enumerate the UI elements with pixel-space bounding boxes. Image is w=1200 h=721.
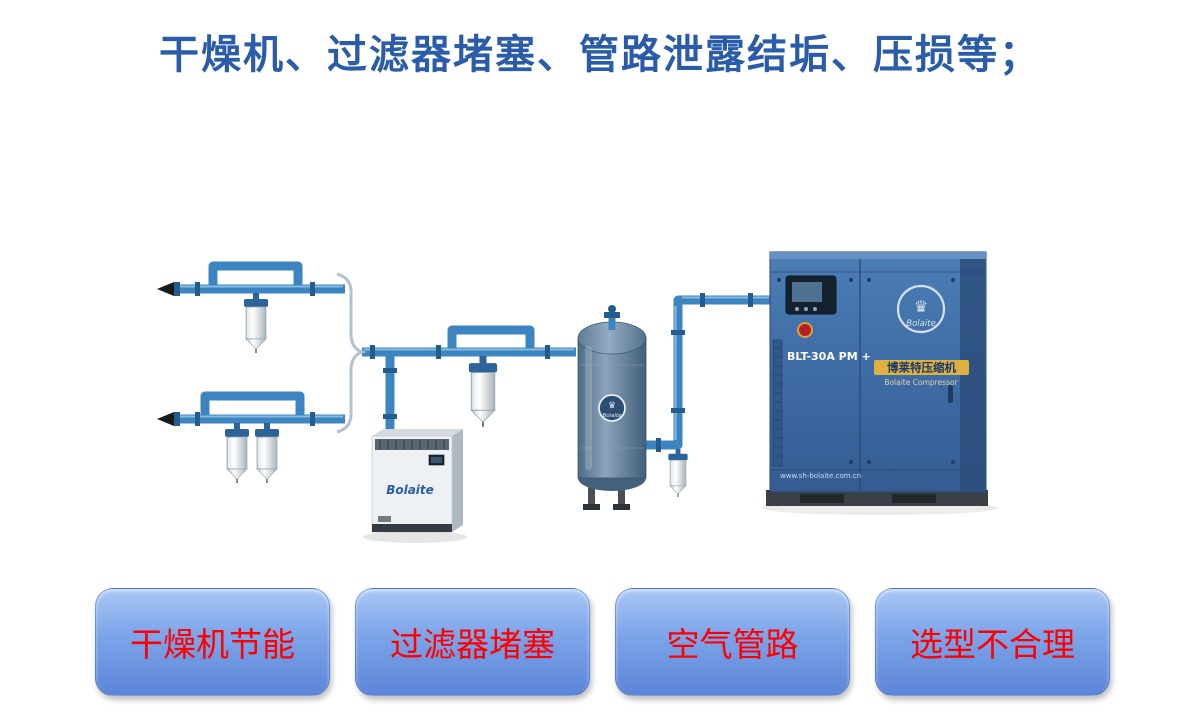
brace-connector <box>336 272 367 434</box>
filter-unit <box>243 292 269 354</box>
equipment-diagram: Bolaite ♛ Bolaite <box>0 245 1200 545</box>
button-dryer-energy-saving[interactable]: 干燥机节能 <box>95 588 330 696</box>
flow-arrow-icon <box>157 412 174 426</box>
compressor-brand-cn: 博莱特压缩机 <box>887 361 956 375</box>
tank-logo: Bolaite <box>602 413 622 419</box>
button-row: 干燥机节能 过滤器堵塞 空气管路 选型不合理 <box>95 588 1110 696</box>
filter-unit <box>224 422 250 484</box>
filter-unit <box>254 422 280 484</box>
emergency-stop-button <box>797 322 813 338</box>
air-dryer: Bolaite <box>363 429 467 543</box>
button-improper-sizing[interactable]: 选型不合理 <box>875 588 1110 696</box>
page-title: 干燥机、过滤器堵塞、管路泄露结垢、压损等； <box>159 32 1041 77</box>
crown-icon: ♛ <box>608 401 616 411</box>
compressor-brand-en: Bolaite Compressor <box>884 378 958 387</box>
compressor-model: BLT-30A PM + <box>787 350 871 363</box>
filter-unit <box>667 448 689 498</box>
filter-unit <box>467 355 499 428</box>
button-air-piping[interactable]: 空气管路 <box>615 588 850 696</box>
equipment-illustration: Bolaite ♛ Bolaite <box>157 251 998 543</box>
crown-icon: ♛ <box>914 297 928 316</box>
compressor-logo: Bolaite <box>906 319 936 329</box>
piping-network <box>174 261 772 452</box>
screw-compressor: BLT-30A PM + ♛ Bolaite 博莱特压缩机 Bolaite Co… <box>762 251 998 515</box>
control-panel-display <box>785 275 837 315</box>
button-filter-clogging[interactable]: 过滤器堵塞 <box>355 588 590 696</box>
compressor-website: www.sh-bolaite.com.cn <box>780 472 861 480</box>
flow-arrow-icon <box>157 282 174 296</box>
air-receiver-tank: ♛ Bolaite <box>577 305 647 510</box>
dryer-logo: Bolaite <box>386 483 434 497</box>
